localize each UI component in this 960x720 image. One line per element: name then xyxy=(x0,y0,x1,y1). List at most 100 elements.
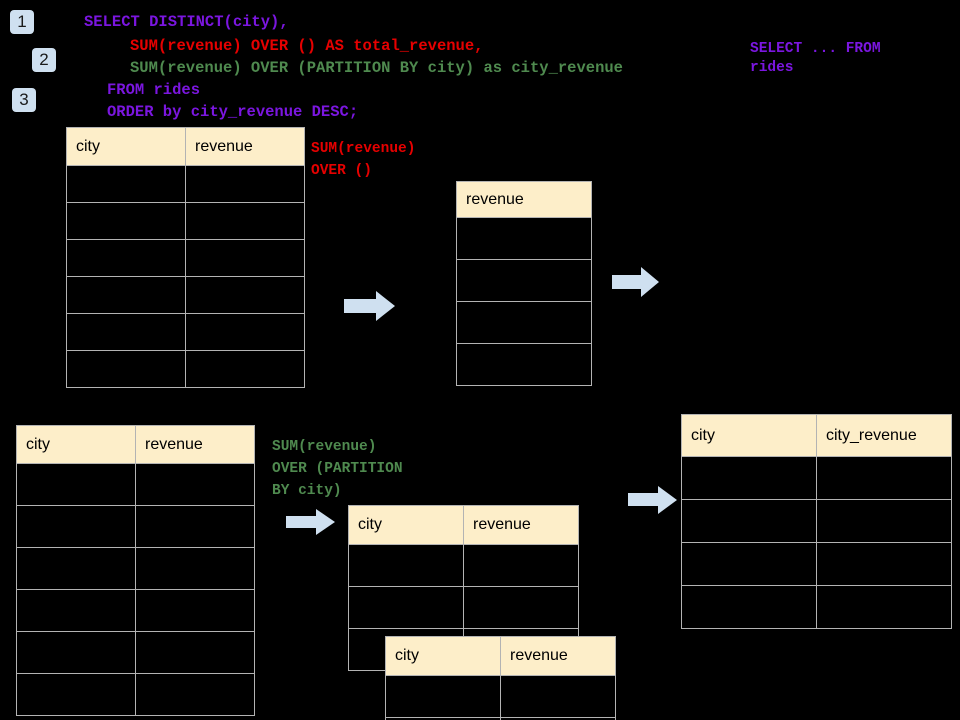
table-header-row: city revenue xyxy=(66,127,305,166)
table-row xyxy=(456,301,592,344)
cell-revenue xyxy=(185,239,305,277)
cell-city xyxy=(348,586,464,629)
cell-city xyxy=(66,202,186,240)
column-header-revenue: revenue xyxy=(185,127,305,166)
table-row xyxy=(681,585,952,629)
table-row xyxy=(16,673,255,716)
table-row xyxy=(456,259,592,302)
table-total-revenue: revenue xyxy=(456,181,592,386)
column-header-city-revenue: city_revenue xyxy=(816,414,952,457)
cell-city xyxy=(681,456,817,500)
table-row xyxy=(681,499,952,543)
cell-revenue xyxy=(135,673,255,716)
cell-revenue xyxy=(135,589,255,632)
table-header-row: revenue xyxy=(456,181,592,218)
cell-city xyxy=(681,585,817,629)
column-header-revenue: revenue xyxy=(456,181,592,218)
cell-revenue xyxy=(185,165,305,203)
annotation-sum-over-empty-line1: SUM(revenue) xyxy=(311,141,416,157)
table-rides-source-bottom: city revenue xyxy=(16,425,255,716)
side-note-select-from: SELECT ... FROM xyxy=(750,41,881,57)
column-header-revenue: revenue xyxy=(463,505,579,545)
table-header-row: city revenue xyxy=(16,425,255,464)
cell-revenue xyxy=(135,631,255,674)
table-header-row: city city_revenue xyxy=(681,414,952,457)
sql-line-sum-over-partition: SUM(revenue) OVER (PARTITION BY city) as… xyxy=(130,59,623,77)
cell-revenue xyxy=(500,717,616,720)
table-row xyxy=(66,165,305,203)
table-row xyxy=(456,343,592,386)
sql-line-order-by: ORDER by city_revenue DESC; xyxy=(107,103,359,121)
table-header-row: city revenue xyxy=(385,636,616,676)
annotation-sum-over-partition-line1: SUM(revenue) xyxy=(272,439,377,455)
column-header-city: city xyxy=(16,425,136,464)
cell-city xyxy=(681,499,817,543)
cell-revenue xyxy=(185,313,305,351)
cell-revenue xyxy=(456,259,592,302)
cell-city xyxy=(66,239,186,277)
table-row xyxy=(16,589,255,632)
cell-revenue xyxy=(185,276,305,314)
cell-city-revenue xyxy=(816,456,952,500)
sql-line-from-rides: FROM rides xyxy=(107,81,201,99)
cell-city xyxy=(16,547,136,590)
table-partition-back: city revenue xyxy=(348,505,579,671)
cell-city xyxy=(348,544,464,587)
table-partition-front: city revenue xyxy=(385,636,616,720)
annotation-sum-over-partition-line3: BY city) xyxy=(272,483,342,499)
table-header-row: city revenue xyxy=(348,505,579,545)
cell-revenue xyxy=(185,350,305,388)
table-row xyxy=(16,463,255,506)
table-row xyxy=(66,350,305,388)
annotation-sum-over-partition-line2: OVER (PARTITION xyxy=(272,461,403,477)
sql-line-sum-over-empty: SUM(revenue) OVER () AS total_revenue, xyxy=(130,37,484,55)
sql-line-select-distinct: SELECT DISTINCT(city), xyxy=(84,13,289,31)
arrow-right-icon-2 xyxy=(612,267,659,297)
step-badge-3: 3 xyxy=(12,88,36,112)
cell-revenue xyxy=(135,463,255,506)
annotation-sum-over-empty-line2: OVER () xyxy=(311,163,372,179)
cell-city xyxy=(66,313,186,351)
table-row xyxy=(66,239,305,277)
cell-revenue xyxy=(500,675,616,718)
arrow-right-icon-4 xyxy=(628,486,677,514)
table-row xyxy=(66,202,305,240)
table-row xyxy=(681,542,952,586)
table-row xyxy=(348,586,579,629)
column-header-city: city xyxy=(385,636,501,676)
cell-city xyxy=(66,276,186,314)
cell-revenue xyxy=(135,547,255,590)
table-row xyxy=(16,505,255,548)
column-header-revenue: revenue xyxy=(135,425,255,464)
table-row xyxy=(66,276,305,314)
cell-revenue xyxy=(185,202,305,240)
step-badge-1: 1 xyxy=(10,10,34,34)
cell-city-revenue xyxy=(816,499,952,543)
arrow-right-icon-1 xyxy=(344,291,395,321)
column-header-city: city xyxy=(681,414,817,457)
side-note-rides: rides xyxy=(750,60,794,76)
cell-city xyxy=(16,505,136,548)
column-header-city: city xyxy=(348,505,464,545)
table-rides-source-top: city revenue xyxy=(66,127,305,388)
cell-city xyxy=(385,675,501,718)
column-header-revenue: revenue xyxy=(500,636,616,676)
cell-revenue xyxy=(456,343,592,386)
cell-city xyxy=(66,350,186,388)
table-row xyxy=(385,675,616,718)
table-row xyxy=(385,717,616,720)
table-row xyxy=(16,631,255,674)
cell-city-revenue xyxy=(816,542,952,586)
cell-city xyxy=(681,542,817,586)
table-row xyxy=(456,217,592,260)
step-badge-2: 2 xyxy=(32,48,56,72)
column-header-city: city xyxy=(66,127,186,166)
table-row xyxy=(16,547,255,590)
cell-revenue xyxy=(463,586,579,629)
cell-revenue xyxy=(135,505,255,548)
cell-city xyxy=(16,589,136,632)
table-row xyxy=(681,456,952,500)
cell-city xyxy=(16,463,136,506)
cell-revenue xyxy=(456,217,592,260)
